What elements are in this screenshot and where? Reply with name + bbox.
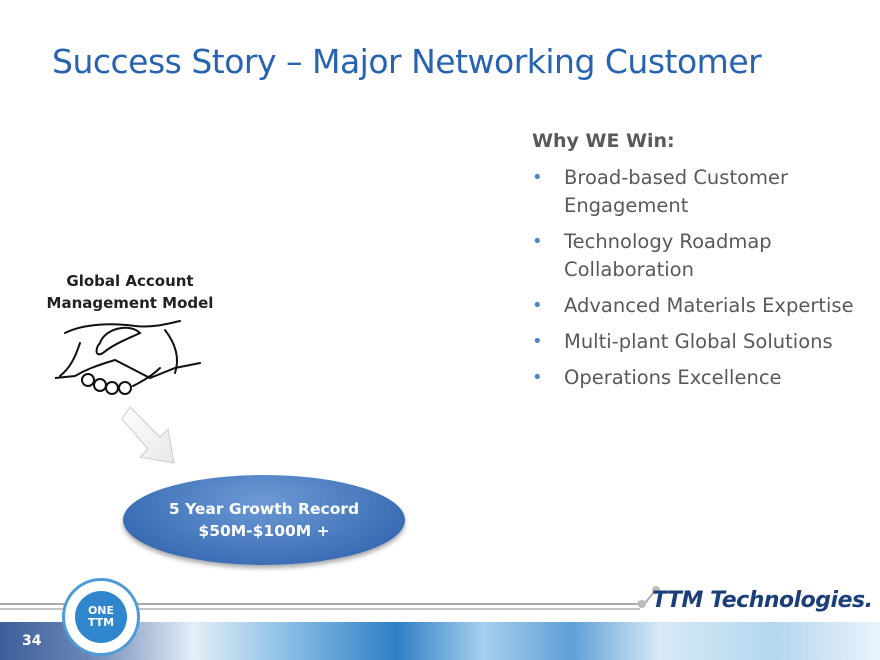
logo-connector-icon: [638, 586, 660, 608]
footer-divider: [0, 608, 640, 610]
list-item: •Broad-based Customer Engagement: [532, 166, 789, 217]
list-item: •Advanced Materials Expertise: [532, 292, 872, 320]
global-account-label: Global Account Management Model: [46, 272, 214, 312]
bullet-icon: •: [532, 367, 543, 388]
ttm-technologies-logo: TTM Technologies.: [652, 588, 873, 613]
slide-title: Success Story – Major Networking Custome…: [52, 42, 762, 81]
growth-record-oval: 5 Year Growth Record $50M-$100M +: [123, 475, 405, 565]
footer-image-band: [0, 622, 880, 660]
why-we-win-list: •Broad-based Customer Engagement •Techno…: [532, 164, 872, 400]
bullet-icon: •: [532, 331, 543, 352]
arrow-icon: [122, 406, 175, 464]
list-item: •Multi-plant Global Solutions: [532, 328, 872, 356]
one-ttm-badge: ONE TTM: [62, 578, 140, 656]
handshake-icon: [55, 320, 201, 395]
footer-divider: [0, 603, 640, 605]
why-we-win-heading: Why WE Win:: [532, 130, 675, 152]
page-number: 34: [22, 633, 42, 649]
list-item: •Technology Roadmap Collaboration: [532, 230, 772, 281]
bullet-icon: •: [532, 231, 543, 252]
list-item: •Operations Excellence: [532, 364, 872, 392]
bullet-icon: •: [532, 295, 543, 316]
bullet-icon: •: [532, 167, 543, 188]
